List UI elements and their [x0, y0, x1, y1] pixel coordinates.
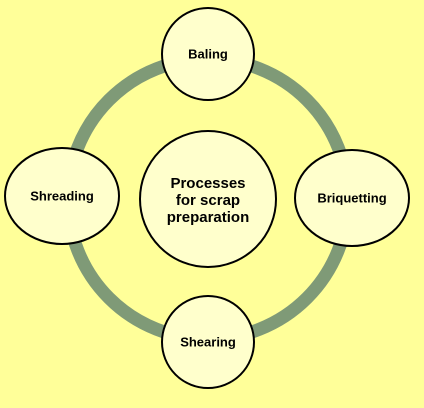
node-briquetting-label: Briquetting: [317, 190, 386, 205]
node-briquetting: Briquetting: [294, 149, 410, 247]
node-baling-label: Baling: [188, 46, 228, 61]
node-shreading-circle: [4, 147, 120, 245]
center-circle: [139, 130, 277, 268]
node-shreading-label: Shreading: [30, 188, 94, 203]
center-node: Processes for scrap preparation: [139, 130, 277, 268]
center-label-line-2: for scrap: [176, 192, 240, 209]
node-shearing: Shearing: [161, 295, 255, 389]
node-shearing-label: Shearing: [180, 334, 236, 349]
node-briquetting-circle: [294, 149, 410, 247]
node-baling: Baling: [161, 7, 255, 101]
node-shreading: Shreading: [4, 147, 120, 245]
node-baling-circle: [161, 7, 255, 101]
center-label-line-3: preparation: [167, 209, 250, 226]
center-label-line-1: Processes: [170, 175, 245, 192]
node-shearing-circle: [161, 295, 255, 389]
